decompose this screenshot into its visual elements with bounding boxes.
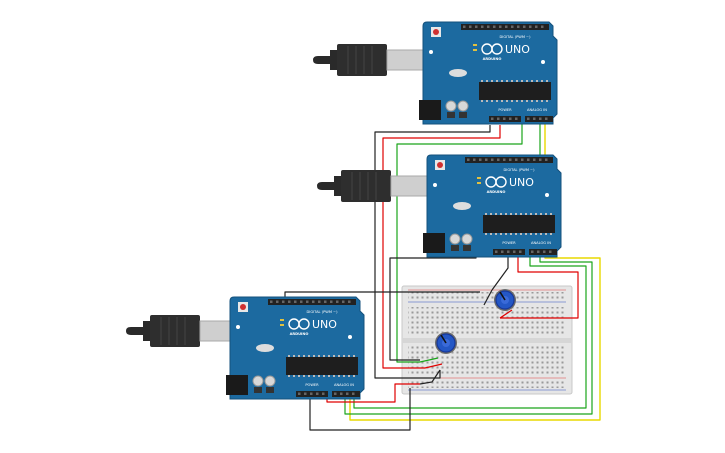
power-jack[interactable] <box>419 100 441 120</box>
microcontroller-chip <box>286 357 358 375</box>
brand-text: ARDUINO <box>290 332 309 336</box>
wire-red-mid[interactable] <box>500 252 579 319</box>
power-label: POWER <box>498 108 512 112</box>
analog-label: ANALOG IN <box>531 241 551 245</box>
analog-label: ANALOG IN <box>334 383 354 387</box>
power-jack[interactable] <box>423 233 445 253</box>
microcontroller-chip <box>479 82 551 100</box>
wire-black-top[interactable] <box>374 125 491 379</box>
digital-label: DIGITAL (PWM ~) <box>307 310 339 314</box>
power-jack[interactable] <box>226 375 248 395</box>
brand-text: ARDUINO <box>487 190 506 194</box>
usb-cable-top[interactable] <box>313 44 426 76</box>
wire-red-top[interactable] <box>382 125 501 369</box>
brand-text: ARDUINO <box>483 57 502 61</box>
uno-logo-text: UNO <box>509 176 534 189</box>
wires-front <box>419 289 513 385</box>
analog-label: ANALOG IN <box>527 108 547 112</box>
usb-cable-middle[interactable] <box>317 170 430 202</box>
microcontroller-chip <box>483 215 555 233</box>
wire-black-bottom-2[interactable] <box>309 388 411 431</box>
wire-green-mid[interactable] <box>353 252 587 409</box>
uno-logo-text: UNO <box>312 318 337 331</box>
potentiometer-2[interactable] <box>435 332 457 354</box>
reset-button[interactable] <box>240 304 246 310</box>
breadboard[interactable] <box>401 285 573 395</box>
digital-label: DIGITAL (PWM ~) <box>504 168 536 172</box>
power-label: POWER <box>502 241 516 245</box>
wire-green-top[interactable] <box>396 118 523 363</box>
usb-cable-bottom[interactable] <box>126 315 239 347</box>
potentiometer-1[interactable] <box>494 289 516 311</box>
wire-black-mid[interactable] <box>491 252 509 291</box>
wire-red-bottom[interactable] <box>326 383 420 403</box>
uno-logo-text: UNO <box>505 43 530 56</box>
digital-label: DIGITAL (PWM ~) <box>500 35 532 39</box>
reset-button[interactable] <box>433 29 439 35</box>
reset-button[interactable] <box>437 162 443 168</box>
power-label: POWER <box>305 383 319 387</box>
